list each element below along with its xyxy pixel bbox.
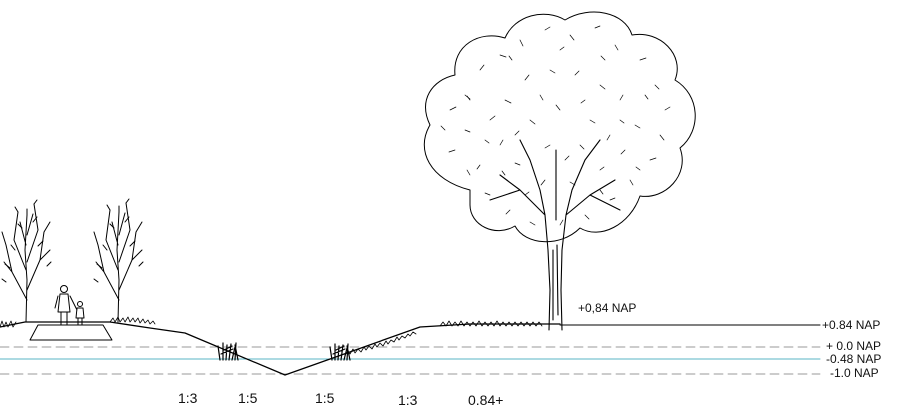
- reed-clump-right: [329, 343, 351, 361]
- path-platform: [29, 324, 113, 341]
- slope-label-2: 1:5: [238, 390, 258, 406]
- grass-right: [344, 320, 543, 356]
- ground-profile: [0, 321, 561, 376]
- level-label-zero: + 0.0 NAP: [826, 339, 882, 353]
- person-adult: [54, 285, 76, 326]
- slope-label-3: 1:5: [315, 390, 335, 406]
- small-tree-left: [1, 199, 52, 323]
- slope-label-1: 1:3: [178, 390, 198, 406]
- slope-label-5: 0.84+: [468, 392, 504, 408]
- large-tree-crown: [423, 11, 696, 243]
- level-label-top: +0.84 NAP: [822, 318, 881, 332]
- level-label-bottom: -1.0 NAP: [830, 366, 879, 380]
- large-tree-trunk: [489, 139, 621, 331]
- tree-level-label: +0,84 NAP: [578, 301, 637, 315]
- slope-label-4: 1:3: [398, 392, 418, 408]
- level-label-water: -0.48 NAP: [826, 352, 882, 366]
- person-child: [74, 301, 85, 326]
- small-tree-right: [93, 198, 144, 323]
- reed-clump-left: [217, 342, 239, 361]
- crown-foliage: [440, 25, 671, 226]
